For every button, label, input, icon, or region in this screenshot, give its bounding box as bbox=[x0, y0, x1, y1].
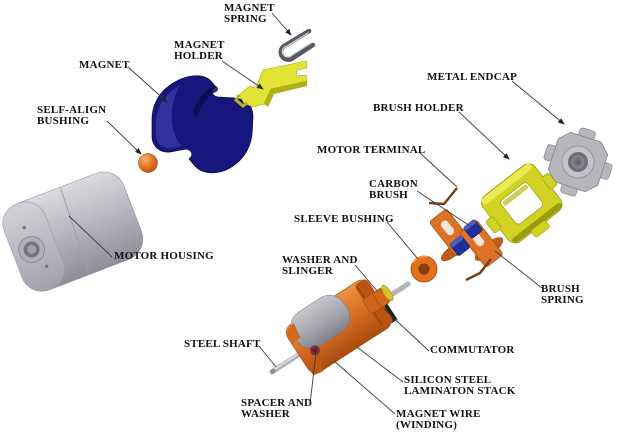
label-motor-housing: MOTOR HOUSING bbox=[114, 250, 214, 262]
label-metal-endcap: METAL ENDCAP bbox=[427, 71, 517, 83]
label-washer-slinger: WASHER AND SLINGER bbox=[282, 254, 358, 277]
housing-seam bbox=[60, 187, 90, 274]
sleeve-bushing-graphic bbox=[410, 255, 438, 283]
motor-terminal-graphic bbox=[428, 187, 504, 282]
leader-motor-terminal bbox=[419, 152, 458, 188]
leader-steel-shaft bbox=[258, 345, 277, 368]
commutator-graphic bbox=[363, 284, 394, 314]
label-sleeve-bushing: SLEEVE BUSHING bbox=[294, 213, 394, 225]
magnet-graphic bbox=[151, 75, 254, 174]
leader-silicon-steel bbox=[356, 346, 404, 383]
leader-motor-housing bbox=[68, 215, 113, 258]
terminal-tab-right bbox=[465, 258, 492, 282]
motor-housing-graphic bbox=[2, 171, 144, 292]
leader-carbon-brush bbox=[416, 190, 471, 227]
label-carbon-brush: CARBON BRUSH bbox=[369, 178, 418, 201]
leader-sleeve-bushing bbox=[386, 221, 419, 260]
leader-brush-holder bbox=[458, 111, 510, 160]
label-commutator: COMMUTATOR bbox=[430, 344, 515, 356]
self-align-bushing-graphic bbox=[138, 153, 158, 173]
metal-endcap-graphic bbox=[543, 127, 613, 197]
label-magnet-spring: MAGNET SPRING bbox=[224, 2, 275, 25]
label-magnet-holder: MAGNET HOLDER bbox=[174, 39, 225, 62]
carbon-brush-graphic bbox=[449, 219, 483, 256]
leader-washer-slinger bbox=[354, 264, 378, 292]
leader-magnet-wire bbox=[333, 360, 396, 415]
magnet-holder-graphic bbox=[234, 60, 308, 108]
leader-magnet bbox=[127, 66, 168, 103]
leader-magnet-spring bbox=[271, 12, 292, 36]
label-steel-shaft: STEEL SHAFT bbox=[184, 338, 261, 350]
leader-self-align-bushing bbox=[106, 120, 142, 155]
label-brush-spring: BRUSH SPRING bbox=[541, 283, 584, 306]
label-magnet-wire: MAGNET WIRE (WINDING) bbox=[396, 408, 481, 431]
leader-metal-endcap bbox=[511, 80, 565, 125]
label-spacer-washer: SPACER AND WASHER bbox=[241, 397, 313, 420]
label-brush-holder: BRUSH HOLDER bbox=[373, 102, 464, 114]
leader-spacer-washer bbox=[309, 352, 317, 405]
armature-graphic bbox=[285, 279, 398, 376]
label-magnet: MAGNET bbox=[79, 59, 130, 71]
washer-slinger bbox=[381, 284, 394, 302]
leader-commutator bbox=[383, 308, 430, 352]
label-motor-terminal: MOTOR TERMINAL bbox=[317, 144, 426, 156]
leader-magnet-holder bbox=[221, 60, 264, 90]
label-self-align-bushing: SELF-ALIGN BUSHING bbox=[37, 104, 107, 127]
brush-holder-graphic bbox=[481, 163, 563, 244]
terminal-tab-left bbox=[428, 187, 458, 206]
magnet-spring-graphic bbox=[278, 28, 316, 62]
label-silicon-steel: SILICON STEEL LAMINATON STACK bbox=[404, 374, 516, 397]
leader-lines bbox=[68, 12, 565, 415]
leader-brush-spring bbox=[494, 250, 543, 289]
shaft-tip bbox=[391, 281, 411, 296]
